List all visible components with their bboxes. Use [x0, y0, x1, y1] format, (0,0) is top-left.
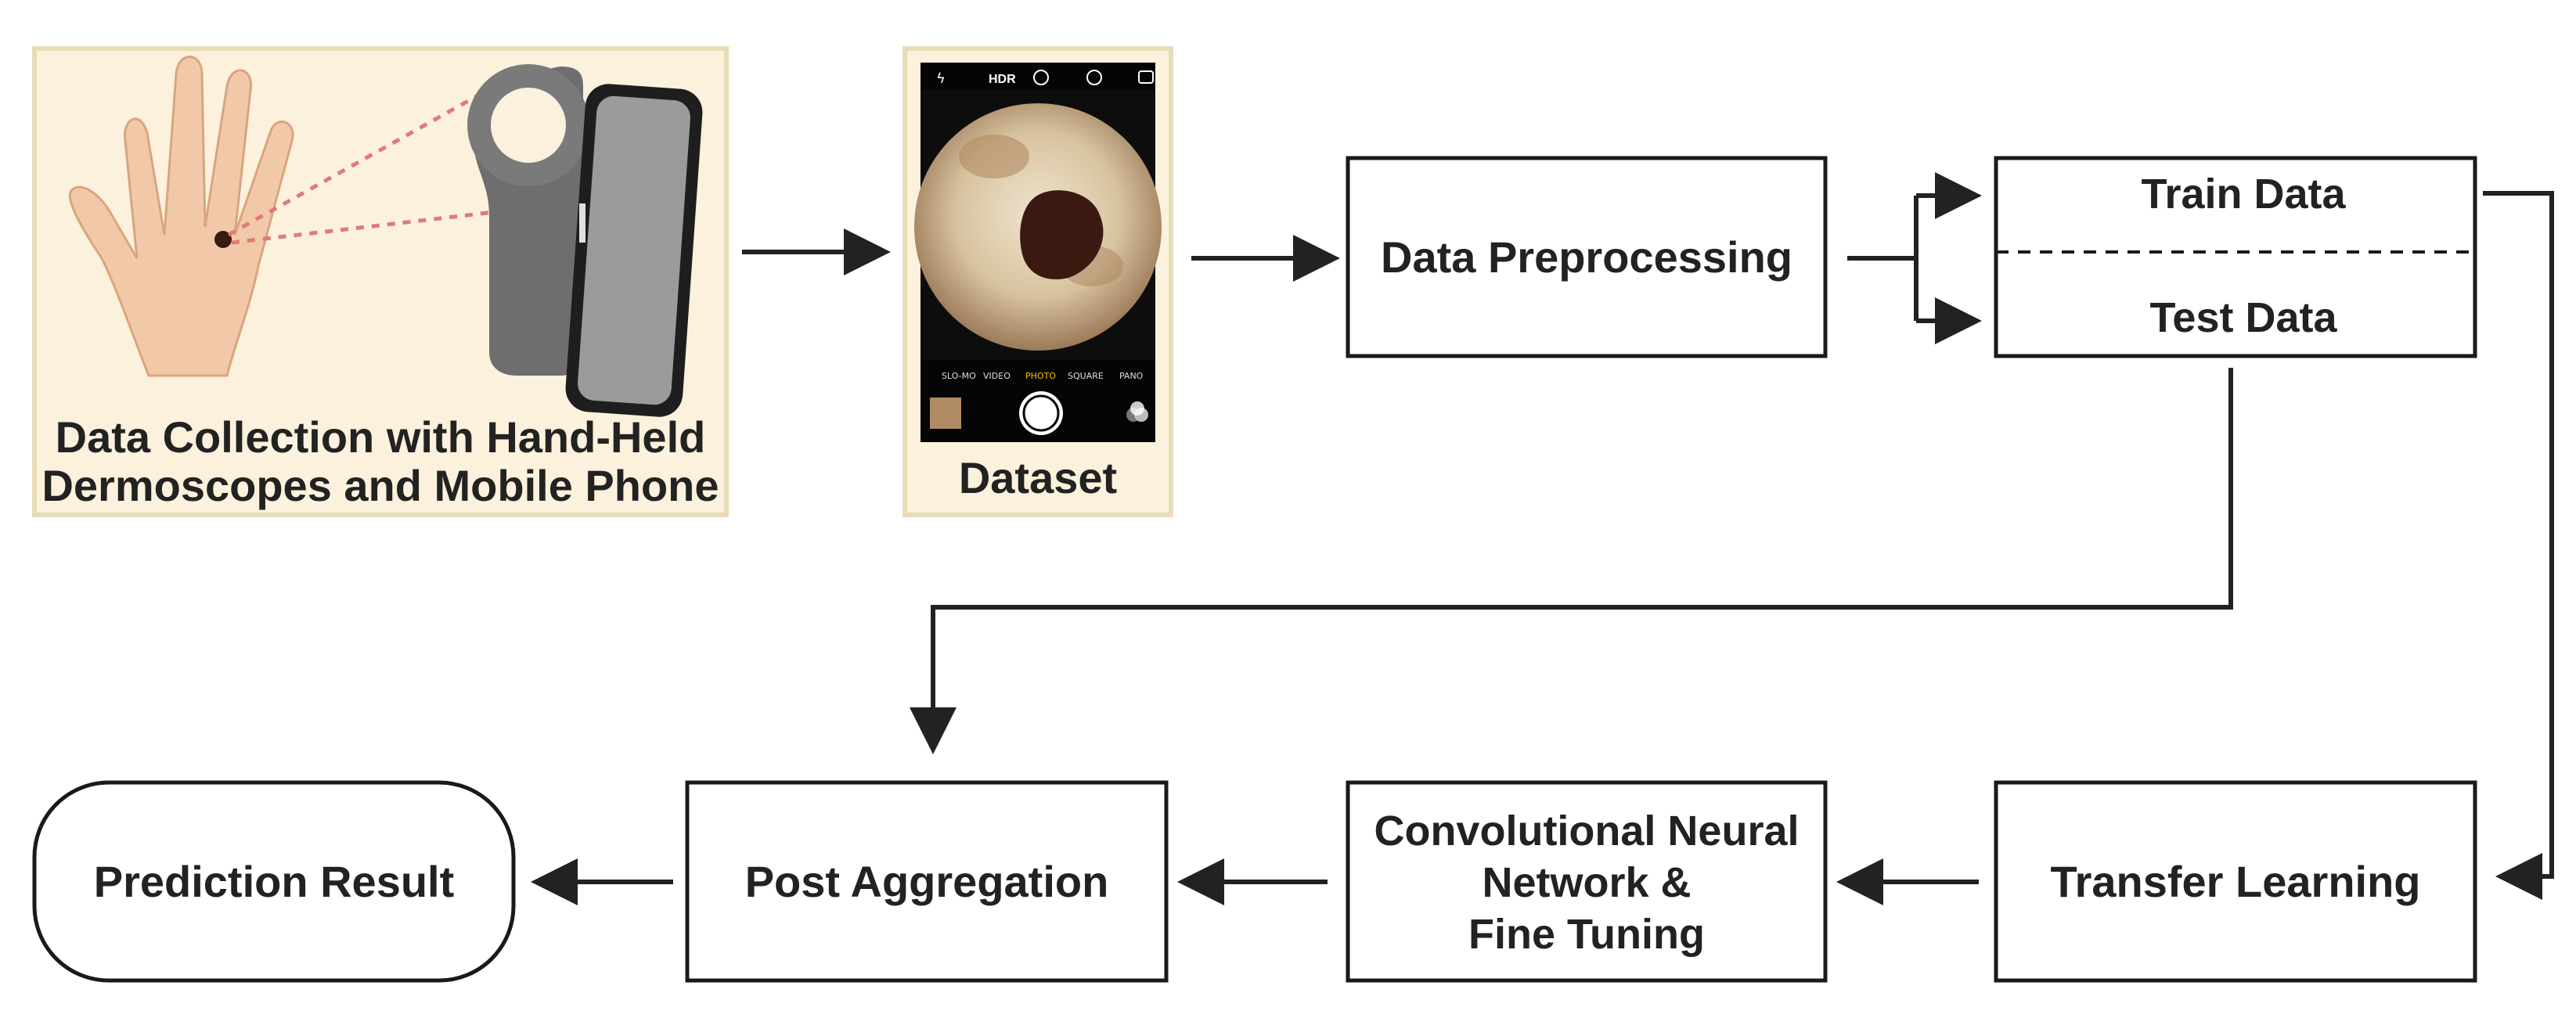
arrow-train-to-transfer-learning: [2483, 191, 2554, 900]
cnn-label-line3: Fine Tuning: [1468, 911, 1705, 958]
mode-slo-mo: SLO-MO: [942, 371, 976, 381]
train-test-box: Train Data Test Data: [1994, 156, 2477, 358]
dataset-title: Dataset: [959, 453, 1117, 502]
cnn-label-line2: Network &: [1482, 859, 1691, 906]
mobile-phone-illustration: [565, 84, 703, 417]
live-photo-icon: [1033, 70, 1049, 85]
hdr-label: HDR: [989, 73, 1016, 86]
filters-icon: [1126, 401, 1148, 422]
camera-mode-bar: SLO-MO VIDEO PHOTO SQUARE PANO: [942, 371, 1144, 381]
mode-video: VIDEO: [983, 371, 1011, 381]
data-collection-panel: Data Collection with Hand-Held Dermoscop…: [32, 46, 729, 517]
arrow-test-to-post-aggregation: [910, 368, 2233, 754]
switch-camera-icon: [1138, 70, 1154, 84]
transfer-learning-box: Transfer Learning: [1994, 780, 2477, 983]
post-aggregation-label: Post Aggregation: [745, 857, 1109, 906]
shutter-button-icon: [1019, 391, 1063, 435]
dermoscopy-image: [914, 90, 1162, 360]
mode-photo: PHOTO: [1025, 371, 1056, 381]
dataset-panel: ϟ HDR SLO-MO VIDEO PHOTO SQUARE PANO: [903, 46, 1173, 517]
lesion: [1020, 190, 1104, 279]
split-connector: [1847, 172, 1982, 344]
transfer-learning-label: Transfer Learning: [2050, 857, 2420, 906]
prediction-result-label: Prediction Result: [94, 857, 455, 906]
timer-icon: [1086, 70, 1102, 85]
cnn-label-line1: Convolutional Neural: [1374, 808, 1799, 854]
camera-top-bar: ϟ HDR: [936, 70, 1154, 87]
gallery-thumbnail: [930, 398, 961, 429]
post-aggregation-box: Post Aggregation: [685, 780, 1169, 983]
test-data-label: Test Data: [2149, 294, 2337, 341]
train-data-label: Train Data: [2141, 171, 2346, 218]
flash-off-icon: ϟ: [936, 70, 946, 87]
mode-square: SQUARE: [1068, 371, 1104, 381]
lesion-on-hand: [214, 231, 232, 248]
prediction-result-box: Prediction Result: [32, 780, 516, 983]
hand-illustration: [68, 56, 294, 377]
data-collection-title-line1: Data Collection with Hand-Held: [56, 412, 706, 462]
cnn-fine-tuning-box: Convolutional Neural Network & Fine Tuni…: [1346, 780, 1828, 983]
data-preprocessing-box: Data Preprocessing: [1346, 156, 1828, 358]
dermoscope-illustration: [467, 64, 589, 376]
data-preprocessing-label: Data Preprocessing: [1381, 232, 1792, 282]
data-collection-title-line2: Dermoscopes and Mobile Phone: [41, 461, 719, 510]
mode-pano: PANO: [1119, 371, 1144, 381]
